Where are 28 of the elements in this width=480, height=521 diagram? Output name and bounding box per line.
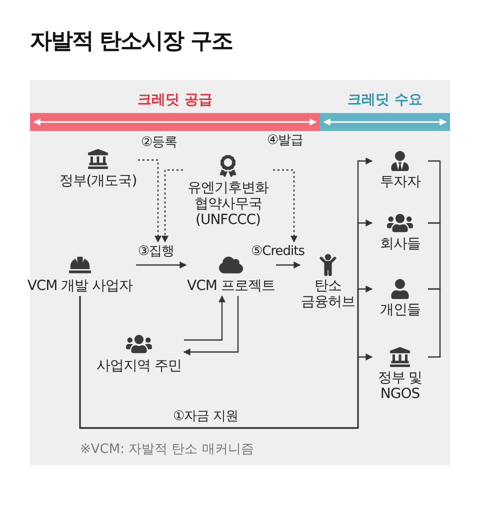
arrow (183, 296, 239, 356)
node-label: VCM 프로젝트 (187, 278, 275, 294)
section-header: 크레딧 수요 (346, 91, 424, 109)
node-label: 정부 및 NGOS (376, 370, 424, 402)
connector-line (428, 222, 441, 290)
connector-line (428, 288, 441, 358)
edge-label: ①자금 지원 (172, 409, 239, 425)
node-label: 탄소 금융허브 (300, 278, 356, 310)
footnote: ※VCM: 자발적 탄소 매커니즘 (80, 441, 254, 458)
edge-label: ③집행 (137, 244, 176, 260)
edge-label: ④발급 (266, 133, 304, 149)
node-label: 정부(개도국) (59, 173, 137, 189)
node-label: 투자자 (380, 174, 420, 190)
node-label: 회사들 (380, 236, 420, 252)
dotted-arrow (273, 169, 298, 243)
arrow (136, 262, 187, 268)
dotted-arrow (138, 159, 162, 243)
connector-line (428, 160, 441, 224)
node-label: 사업지역 주민 (96, 358, 182, 374)
node-label: VCM 개발 사업자 (27, 278, 133, 294)
node-label: 유엔기후변화 협약사무국 (UNFCCC) (186, 180, 270, 228)
title: 자발적 탄소시장 구조 (30, 28, 232, 56)
node-label: 개인들 (380, 302, 420, 318)
edge-label: ②등록 (140, 135, 178, 151)
dotted-arrow (162, 169, 183, 243)
arrow (184, 295, 226, 341)
arrow (276, 262, 301, 268)
section-header: 크레딧 공급 (136, 91, 214, 109)
